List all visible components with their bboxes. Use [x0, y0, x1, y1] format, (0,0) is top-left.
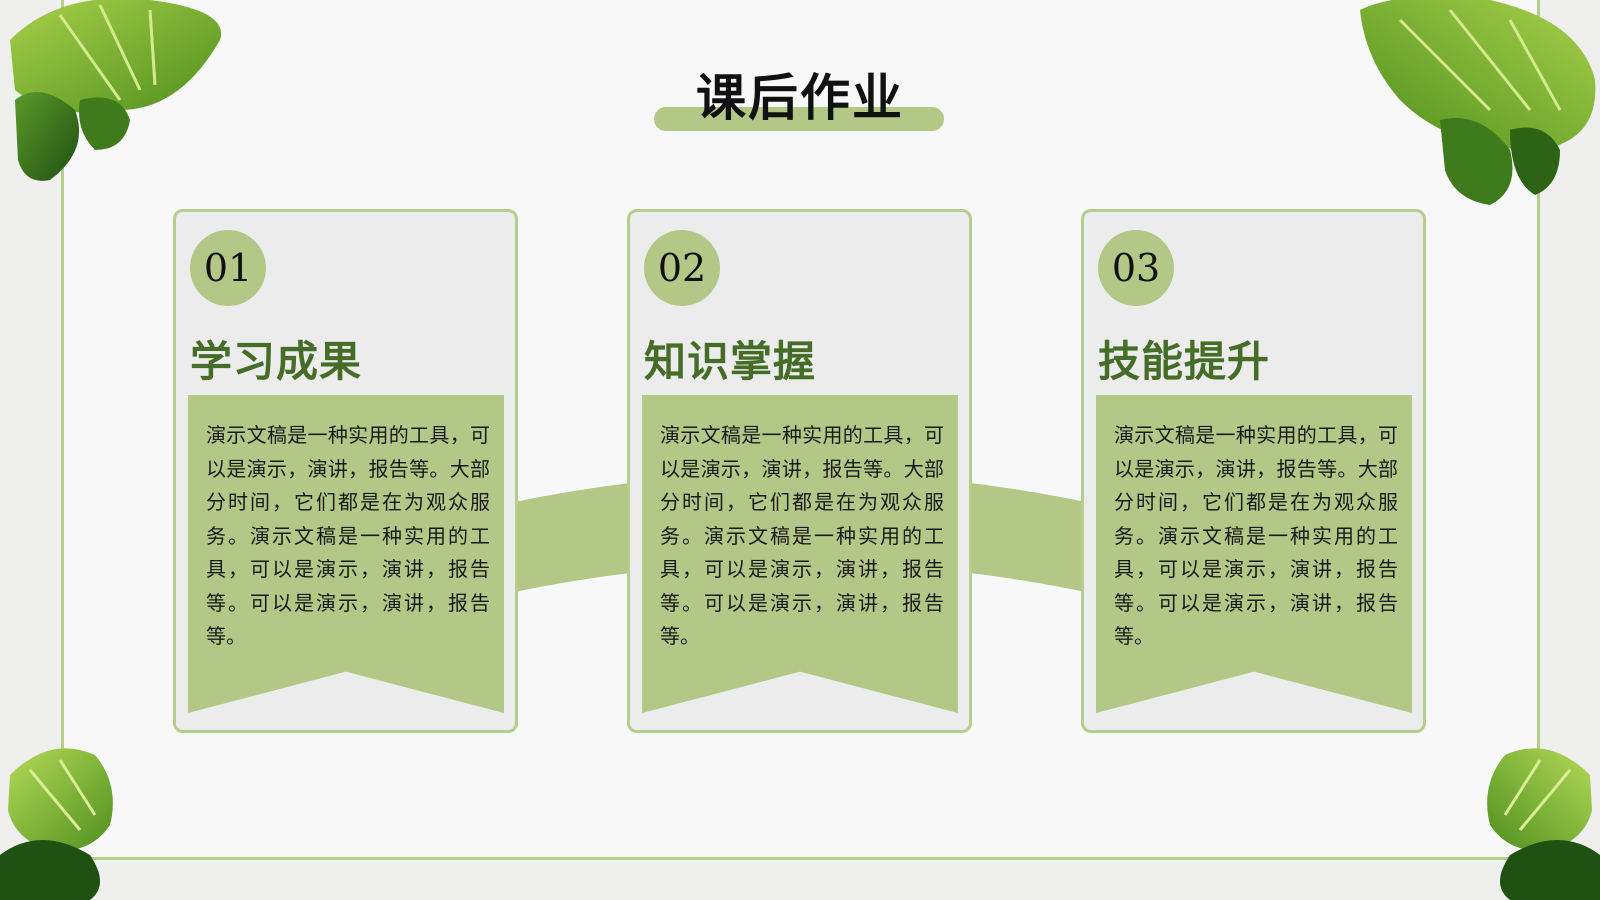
card-1: 01 学习成果 演示文稿是一种实用的工具，可以是演示，演讲，报告等。大部分时间，…	[173, 209, 518, 733]
card-heading: 学习成果	[190, 337, 363, 386]
card-heading: 技能提升	[1098, 337, 1271, 386]
card-text: 演示文稿是一种实用的工具，可以是演示，演讲，报告等。大部分时间，它们都是在为观众…	[206, 423, 490, 648]
card-ribbon	[642, 395, 958, 713]
card-number: 01	[190, 230, 266, 306]
card-heading: 知识掌握	[644, 337, 817, 386]
card-3: 03 技能提升 演示文稿是一种实用的工具，可以是演示，演讲，报告等。大部分时间，…	[1081, 209, 1426, 733]
card-number: 02	[644, 230, 720, 306]
card-text: 演示文稿是一种实用的工具，可以是演示，演讲，报告等。大部分时间，它们都是在为观众…	[660, 423, 944, 648]
page-title: 课后作业	[696, 68, 904, 127]
title-underline	[654, 107, 944, 131]
card-ribbon	[1096, 395, 1412, 713]
monstera-leaf-icon	[0, 748, 113, 900]
card-text: 演示文稿是一种实用的工具，可以是演示，演讲，报告等。大部分时间，它们都是在为观众…	[1114, 423, 1398, 648]
card-2: 02 知识掌握 演示文稿是一种实用的工具，可以是演示，演讲，报告等。大部分时间，…	[627, 209, 972, 733]
card-ribbon	[188, 395, 504, 713]
monstera-leaf-icon	[1360, 0, 1596, 205]
card-number: 03	[1098, 230, 1174, 306]
monstera-leaf-icon	[1487, 748, 1600, 900]
monstera-leaf-icon	[10, 0, 222, 181]
